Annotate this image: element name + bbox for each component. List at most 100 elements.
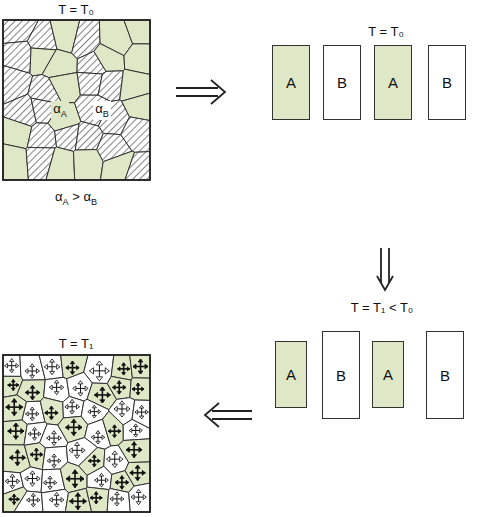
stress-cross: [8, 380, 19, 391]
grain: [3, 144, 28, 180]
temperature-label: T = T₀: [58, 2, 94, 18]
bar-label: A: [388, 74, 398, 91]
bar-label: A: [383, 366, 393, 383]
grain: [60, 462, 87, 493]
expansion-label: αA > αB: [55, 189, 97, 208]
stress-cross: [114, 401, 130, 417]
grain: [121, 117, 150, 153]
stress-cross: [73, 381, 88, 396]
stress-cross: [89, 361, 109, 381]
material-bar: B: [428, 45, 466, 120]
grain-structure: [3, 20, 150, 180]
bar-label: B: [440, 367, 450, 384]
stress-cross: [126, 442, 142, 458]
stress-cross: [91, 431, 104, 444]
stress-cross: [66, 470, 84, 488]
stress-cross: [6, 399, 23, 416]
grain: [124, 20, 150, 44]
stress-cross: [25, 385, 39, 399]
stress-cross: [108, 425, 121, 438]
double-arrow-right: [176, 80, 225, 104]
material-bar: B: [323, 45, 361, 120]
bar-label: B: [337, 74, 347, 91]
bar-label: A: [286, 366, 296, 383]
grain: [130, 378, 150, 401]
material-bar: B: [426, 331, 464, 419]
stress-cross: [49, 380, 64, 395]
double-arrow-down: [377, 248, 393, 290]
stress-cross: [5, 474, 19, 489]
stress-cross: [133, 359, 148, 374]
expansion-label: αB: [93, 101, 111, 120]
stress-cross: [129, 424, 142, 437]
temperature-label: T = T₁: [59, 336, 94, 352]
stress-cross: [110, 492, 124, 506]
stress-cross: [115, 476, 129, 489]
stress-cross: [69, 493, 86, 510]
grain: [63, 396, 84, 418]
grain: [86, 487, 109, 512]
stress-cross: [9, 494, 20, 505]
stress-cross: [66, 419, 82, 435]
grain: [129, 483, 150, 512]
stress-cross: [118, 363, 130, 375]
stress-cross: [27, 493, 40, 506]
material-bar: A: [374, 45, 412, 120]
grain: [3, 420, 27, 445]
grain: [122, 93, 150, 121]
stress-cross: [5, 359, 19, 373]
bar-label: A: [286, 74, 296, 91]
stress-cross: [135, 405, 148, 418]
stress-cross: [25, 364, 39, 378]
stress-cross: [88, 405, 101, 418]
bar-label: B: [442, 74, 452, 91]
stress-cross: [107, 451, 124, 468]
stress-cross: [131, 489, 146, 504]
grain: [24, 443, 45, 470]
grain: [94, 44, 125, 72]
grain: [46, 147, 75, 180]
grain: [39, 355, 63, 380]
grain: [111, 355, 132, 380]
grain: [103, 411, 124, 446]
stress-cross: [25, 471, 40, 486]
stress-cross: [47, 454, 61, 468]
grain: [40, 397, 63, 425]
stress-cross: [49, 493, 64, 508]
material-bar: A: [272, 45, 310, 120]
grain: [74, 150, 104, 181]
stress-cross: [25, 407, 38, 421]
stress-cross: [65, 400, 80, 415]
expansion-label: αA: [51, 101, 69, 120]
sample-outline: [3, 20, 150, 180]
stress-cross: [88, 455, 100, 467]
stress-cross: [90, 492, 102, 504]
stress-cross: [132, 383, 144, 395]
grain: [87, 466, 112, 489]
stress-cross: [95, 473, 109, 487]
bar-label: B: [336, 367, 346, 384]
grain: [27, 123, 56, 148]
grain: [125, 462, 150, 486]
grain: [49, 73, 81, 103]
stress-cross: [10, 450, 26, 466]
grain: [130, 355, 150, 378]
temperature-label: T = T₁ < T₀: [351, 300, 414, 316]
stress-cross: [43, 476, 56, 489]
material-bar: A: [275, 341, 307, 408]
stress-cross: [69, 442, 85, 458]
temperature-label: T = T₀: [368, 24, 404, 40]
grain: [3, 355, 21, 376]
stress-cross: [8, 423, 24, 439]
grain: [123, 419, 150, 440]
stress-cross: [47, 431, 62, 446]
grain: [14, 491, 43, 512]
grain: [107, 489, 130, 513]
stress-cross: [130, 465, 146, 481]
stress-cross: [66, 361, 79, 374]
sample-outline: [3, 355, 150, 512]
grain-structure: [3, 355, 150, 512]
grain: [107, 376, 131, 399]
stress-cross: [44, 359, 60, 375]
stress-cross: [45, 406, 58, 419]
